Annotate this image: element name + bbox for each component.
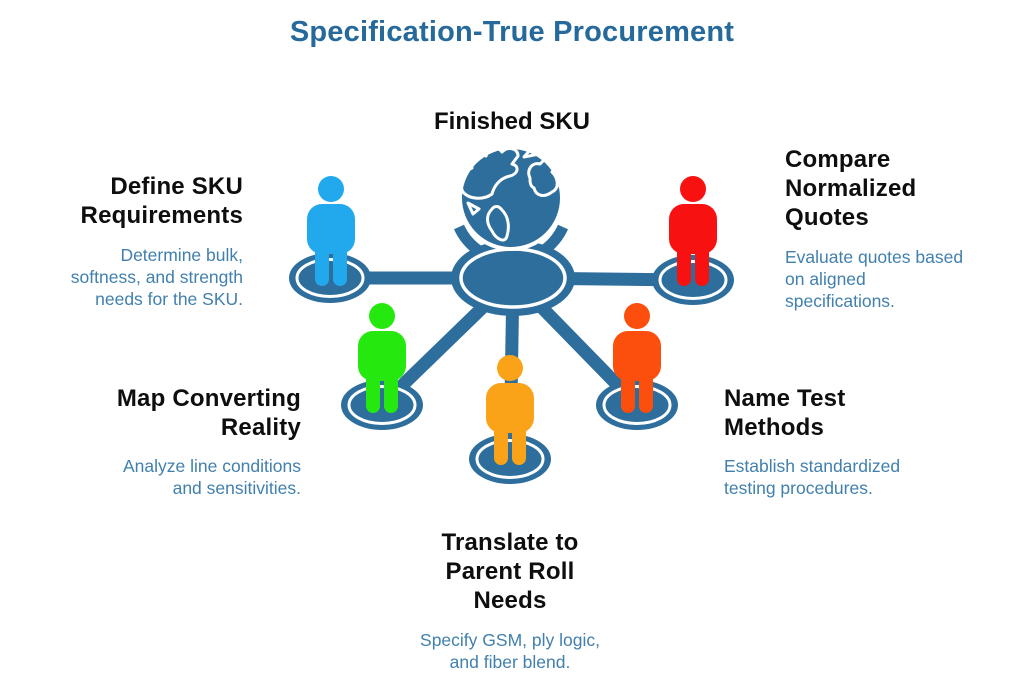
node-platform xyxy=(594,378,680,432)
node-platform xyxy=(287,251,373,305)
node-description: Establish standardized testing procedure… xyxy=(724,456,901,498)
page-title: Specification-True Procurement xyxy=(289,16,735,48)
node-description: Specify GSM, ply logic, and fiber blend. xyxy=(420,630,600,672)
node-platform xyxy=(339,378,425,432)
node-heading: Define SKU Requirements xyxy=(80,173,243,229)
node-define-sku-requirements: Define SKU Requirements Determine bulk, … xyxy=(25,172,243,352)
node-heading: Compare Normalized Quotes xyxy=(785,146,917,231)
node-platform xyxy=(467,432,553,486)
node-name-test-methods: Name Test Methods Establish standardized… xyxy=(724,384,969,524)
globe-icon xyxy=(458,145,564,251)
node-platform xyxy=(650,253,736,307)
node-map-converting-reality: Map Converting Reality Analyze line cond… xyxy=(25,384,301,524)
node-compare-normalized-quotes: Compare Normalized Quotes Evaluate quote… xyxy=(785,145,1000,345)
node-heading: Name Test Methods xyxy=(724,385,846,441)
node-translate-to-parent-roll-needs: Translate to Parent Roll Needs Specify G… xyxy=(355,528,665,678)
node-description: Evaluate quotes based on aligned specifi… xyxy=(785,247,964,311)
hub-platform xyxy=(451,240,575,316)
node-heading: Translate to Parent Roll Needs xyxy=(441,529,579,614)
node-description: Determine bulk, softness, and strength n… xyxy=(70,245,243,309)
node-heading: Map Converting Reality xyxy=(116,385,301,441)
node-description: Analyze line conditions and sensitivitie… xyxy=(122,456,301,498)
hub-label: Finished SKU xyxy=(433,108,590,135)
